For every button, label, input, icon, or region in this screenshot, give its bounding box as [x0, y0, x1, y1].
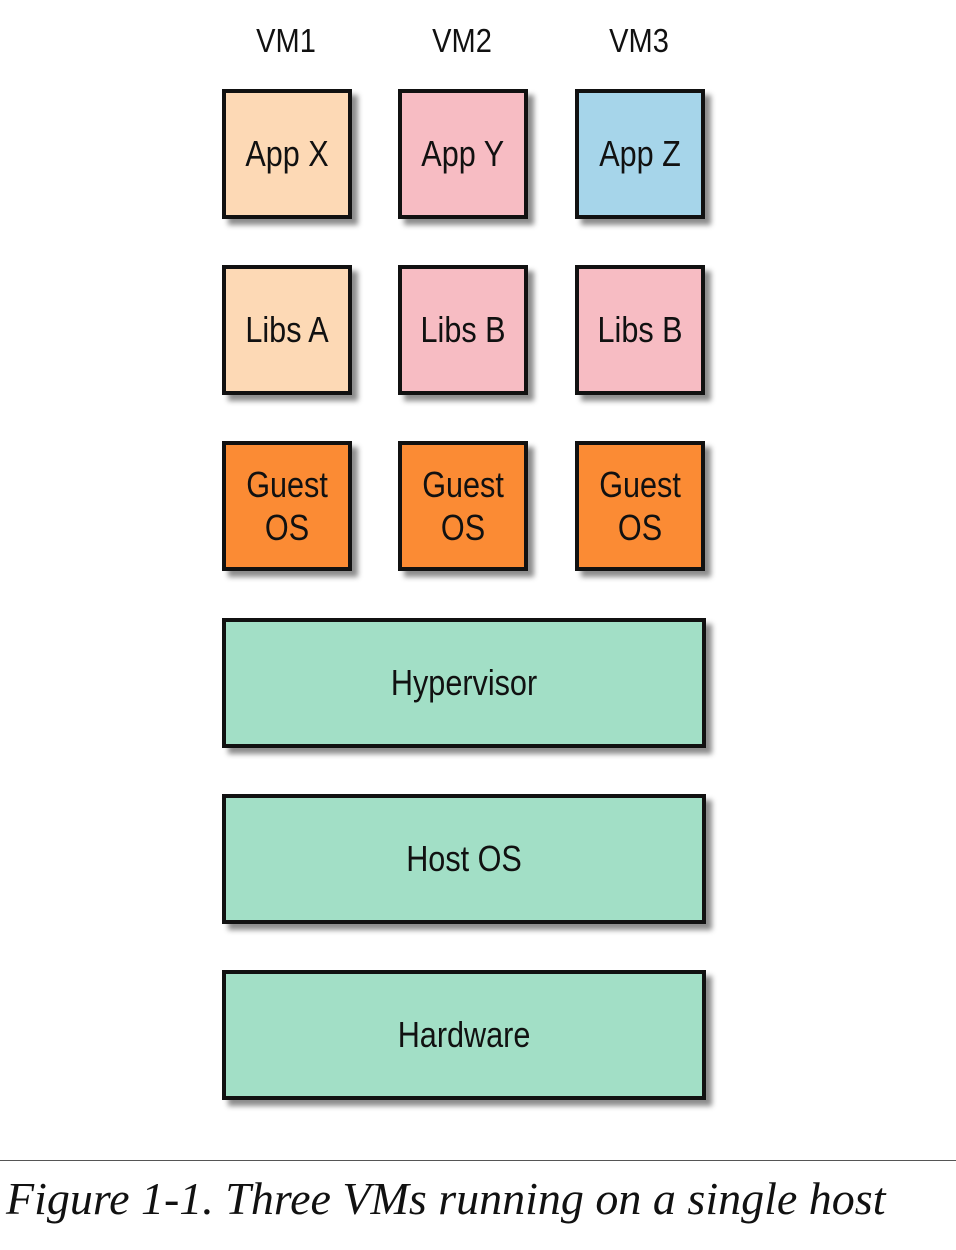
vm3-label: VM3: [609, 22, 669, 59]
app-y-box: App Y: [398, 89, 528, 219]
caption-divider: [0, 1160, 956, 1161]
hypervisor-label: Hypervisor: [390, 662, 538, 704]
libs-b-box-vm2: Libs B: [398, 265, 528, 395]
hardware-box: Hardware: [222, 970, 706, 1100]
libs-b-label-vm2: Libs B: [420, 309, 506, 351]
app-z-box: App Z: [575, 89, 705, 219]
hypervisor-box: Hypervisor: [222, 618, 706, 748]
host-os-label: Host OS: [406, 838, 522, 880]
app-y-label: App Y: [421, 133, 505, 175]
app-z-label: App Z: [599, 133, 681, 175]
guest-os-label-vm1: Guest OS: [246, 463, 328, 548]
app-x-label: App X: [245, 133, 329, 175]
guest-os-box-vm1: Guest OS: [222, 441, 352, 571]
guest-os-label-vm3: Guest OS: [599, 463, 681, 548]
libs-a-box: Libs A: [222, 265, 352, 395]
hardware-label: Hardware: [397, 1014, 531, 1056]
libs-a-label: Libs A: [245, 309, 329, 351]
guest-os-label-vm2: Guest OS: [422, 463, 504, 548]
app-x-box: App X: [222, 89, 352, 219]
libs-b-box-vm3: Libs B: [575, 265, 705, 395]
guest-os-box-vm3: Guest OS: [575, 441, 705, 571]
vm1-label: VM1: [256, 22, 316, 59]
vm2-label: VM2: [432, 22, 492, 59]
figure-caption: Figure 1-1. Three VMs running on a singl…: [6, 1173, 886, 1224]
host-os-box: Host OS: [222, 794, 706, 924]
libs-b-label-vm3: Libs B: [597, 309, 683, 351]
guest-os-box-vm2: Guest OS: [398, 441, 528, 571]
